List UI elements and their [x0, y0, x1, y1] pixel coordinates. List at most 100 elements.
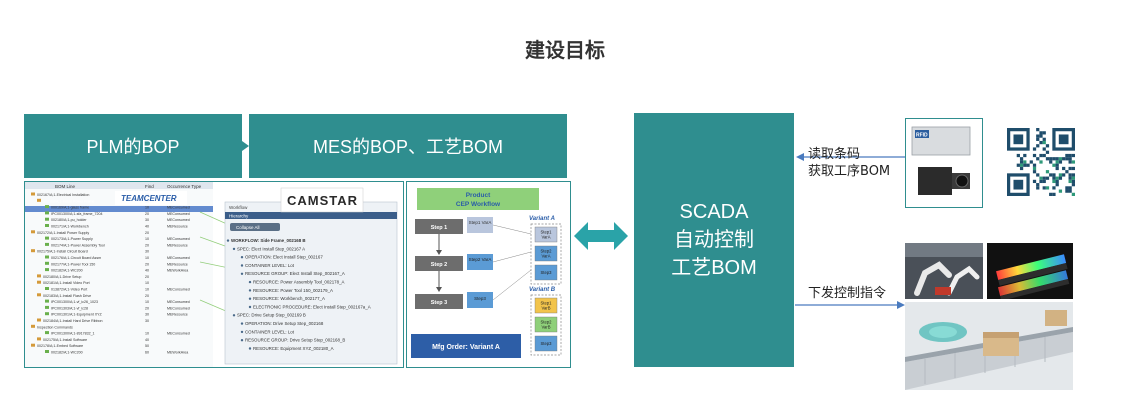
row-name: 002182/A;1-WC200 [51, 351, 83, 355]
row-find: 60 [145, 351, 149, 355]
camstar-line: CONTAINER LEVEL: Lot [240, 329, 295, 334]
row-find: 50 [145, 344, 149, 348]
svg-text:VarB: VarB [542, 325, 551, 330]
row-name: 002171/A;1-Workbench [51, 225, 89, 229]
col-occurrence: Occurrence Type [167, 184, 202, 189]
read-label-line-1: 读取条码 [808, 147, 861, 162]
row-name: 002178/A;1-Embed Software [37, 344, 83, 348]
row-name: IPC001300/A;1-sfa_frame_7204 [51, 212, 103, 216]
row-find: 10 [145, 206, 149, 210]
mfg-order-label: Mfg Order: Variant A [432, 344, 500, 351]
scada-box: SCADA 自动控制 工艺BOM [634, 113, 794, 367]
row-find: 10 [145, 332, 149, 336]
step-3-label: Step 3 [431, 300, 448, 306]
row-find: 10 [145, 300, 149, 304]
step-2-var-box [467, 254, 493, 270]
step-1-var-label: Step1 VarA [469, 220, 492, 225]
plm-bop-label: PLM的BOP [86, 137, 180, 157]
row-name: 002175/A;1-Install Circuit Board [37, 250, 88, 254]
row-name: 002182/A;1-WC200 [51, 269, 83, 273]
table-row: 000169/A;1-glass frame 10 MEConsumed [45, 205, 190, 210]
row-find: 30 [145, 319, 149, 323]
collapse-all-button [230, 223, 280, 231]
row-name: 002180/A;1-pu_holder [51, 218, 87, 222]
row-occurrence: MEConsumed [167, 306, 190, 310]
row-occurrence: MEConsumed [167, 288, 190, 292]
cep-workflow-panel: Product CEP Workflow Step 1 Step1 VarA S… [406, 181, 571, 368]
camstar-line: RESOURCE: Equipment XYZ_002180_A [248, 346, 334, 351]
row-name: 002173/A;1-Power Supply [51, 237, 93, 241]
step-2-label: Step 2 [431, 262, 448, 268]
row-occurrence: MEWorkArea [167, 269, 188, 273]
variant-a-label: Variant A [529, 216, 555, 222]
camstar-line-text: RESOURCE GROUP: Drive Setup Step_002168_… [245, 338, 345, 343]
collapse-all-label: Collapse All [236, 225, 260, 230]
send-control-label: 下发控制指令 [808, 286, 887, 301]
row-find: 30 [145, 218, 149, 222]
row-name: 000169/A;1-glass frame [51, 206, 89, 210]
step-1-box [415, 219, 463, 234]
row-occurrence: MEConsumed [167, 300, 190, 304]
camstar-line-text: CONTAINER LEVEL: Lot [245, 263, 295, 268]
svg-text:Step2: Step2 [541, 320, 553, 325]
scada-line-3: 工艺BOM [671, 257, 757, 279]
rfid-camera-image: RFID [905, 118, 983, 208]
send-control-arrow [795, 301, 905, 309]
row-name: 002172/A;1-Install Power Supply [37, 231, 89, 235]
camstar-logo-text: CAMSTAR [287, 193, 358, 208]
variant-b-frame [530, 294, 562, 356]
row-occurrence: MEConsumed [167, 332, 190, 336]
row-name: 002177/A;1-Power Tool 150 [51, 262, 95, 266]
col-find: Find [145, 184, 154, 189]
camstar-line-text: OPERATION: Elect Install Step_002167 [245, 255, 323, 260]
row-name: 002175/A;1-Install Software [43, 338, 87, 342]
scada-line-2: 自动控制 [674, 229, 754, 251]
row-find: 20 [145, 212, 149, 216]
table-row: 002178/A;1-Embed Software 50 [31, 343, 149, 348]
svg-text:VarB: VarB [542, 306, 551, 311]
camstar-line: SPEC: Elect Install Step_002167 A [232, 246, 305, 251]
camstar-line: ELECTRONIC PROCEDURE: Elect Install Step… [248, 304, 371, 309]
step-1-label: Step 1 [431, 225, 448, 231]
camstar-line: OPERATION: Drive Setup Step_002168 [240, 321, 324, 326]
camstar-line-text: ELECTRONIC PROCEDURE: Elect Install Step… [253, 304, 371, 309]
teamcenter-table-bg [25, 182, 213, 367]
svg-text:Step3: Step3 [541, 341, 553, 346]
read-barcode-label: 读取条码 获取工序BOM [808, 146, 890, 180]
row-name: 002181/A;1-Install Video Port [43, 281, 90, 285]
row-find: 40 [145, 338, 149, 342]
row-occurrence: MEConsumed [167, 256, 190, 260]
row-find: 40 [145, 225, 149, 229]
row-name: 002184/A;1-Install Hard Drive Ribbon [43, 319, 103, 323]
variant-a-frame [530, 223, 562, 285]
svg-text:VarA: VarA [542, 254, 551, 259]
row-name: 002183/A;1-Install Flash Drive [43, 294, 91, 298]
teamcenter-logo-text: TEAMCENTER [121, 194, 177, 203]
row-name: 002168/A;1-Install Power Frame [43, 199, 95, 203]
row-name: Inspection Commands [37, 325, 73, 329]
svg-text:Step3: Step3 [541, 270, 553, 275]
camstar-line: CONTAINER LEVEL: Lot [240, 263, 295, 268]
camstar-line-text: OPERATION: Drive Setup Step_002168 [245, 321, 324, 326]
row-occurrence: MEConsumed [167, 206, 190, 210]
step-1-var-box [467, 217, 493, 233]
camstar-line-text: RESOURCE: Power Assembly Tool_002178_A [253, 280, 345, 285]
robot-arm-image [905, 243, 983, 299]
teamcenter-logo: TEAMCENTER [115, 191, 187, 205]
mes-bop-label: MES的BOP、工艺BOM [312, 137, 504, 157]
